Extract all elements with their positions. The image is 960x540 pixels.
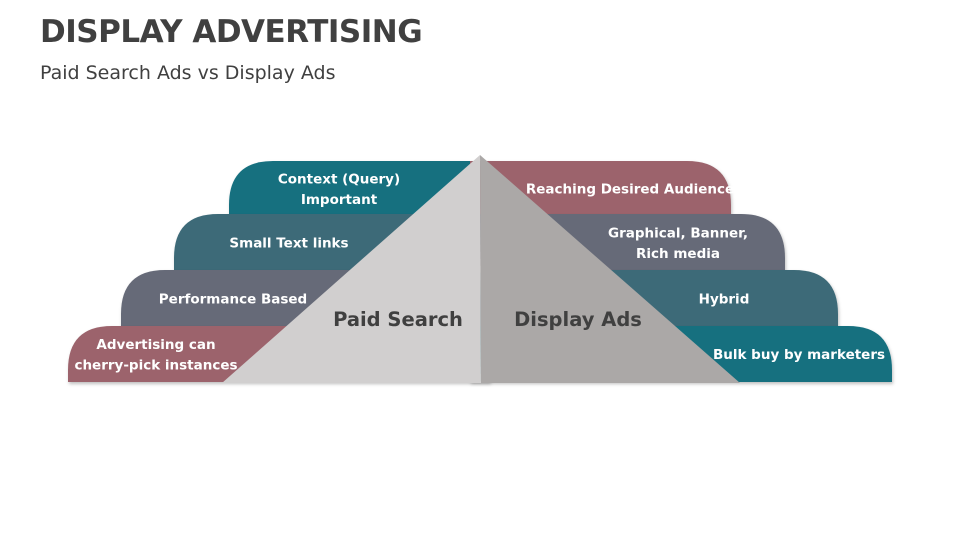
slide-subtitle: Paid Search Ads vs Display Ads	[40, 62, 336, 84]
right-tier-1: Reaching Desired Audience	[470, 161, 734, 216]
right-tier-band	[470, 161, 731, 216]
right-tier-label: Bulk buy by marketers	[713, 347, 885, 363]
left-tier-label: Advertising can	[96, 337, 215, 353]
pyramid-left-half	[222, 155, 481, 383]
display-ads-label: Display Ads	[514, 308, 642, 331]
pyramid: Paid Search Display Ads	[222, 155, 740, 383]
left-tier-label: Context (Query)	[278, 171, 400, 187]
left-tier-label: Small Text links	[229, 236, 348, 252]
left-tier-1: Context (Query) Important	[229, 161, 490, 216]
pyramid-right-half	[480, 155, 740, 383]
paid-search-label: Paid Search	[333, 308, 463, 331]
right-tier-label: Reaching Desired Audience	[526, 182, 734, 198]
right-tier-label: Graphical, Banner,	[608, 225, 748, 241]
left-tier-label: cherry-pick instances	[74, 357, 237, 373]
left-tier-label: Important	[301, 192, 378, 208]
right-tier-label: Hybrid	[699, 292, 750, 308]
slide-title: DISPLAY ADVERTISING	[40, 14, 423, 50]
left-tier-band	[229, 161, 490, 216]
left-tier-label: Performance Based	[159, 292, 307, 308]
right-tier-label: Rich media	[636, 246, 720, 262]
